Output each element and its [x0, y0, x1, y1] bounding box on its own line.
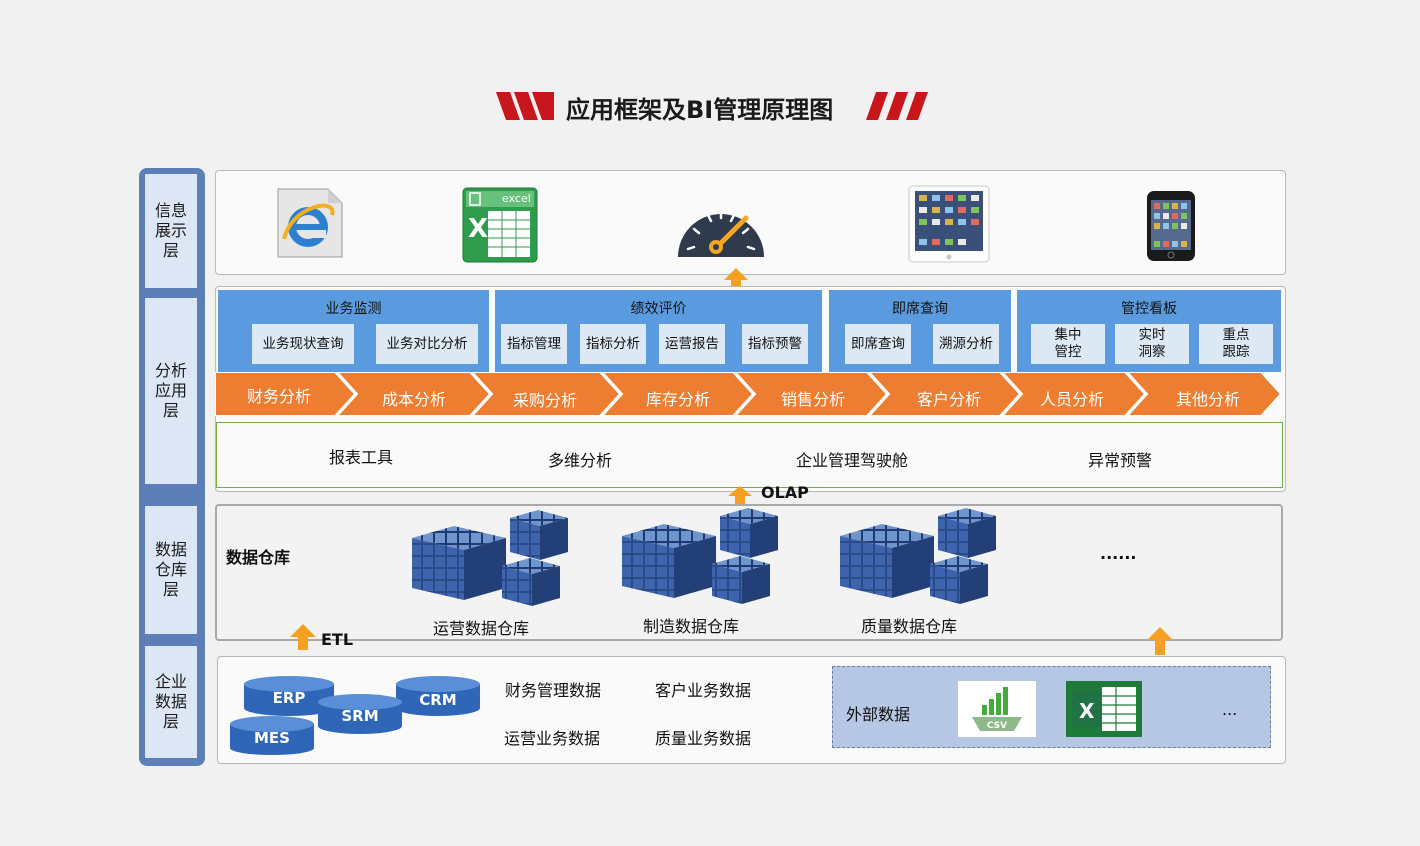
- chevron-5: [733, 372, 889, 416]
- subbox-item: 运营报告: [659, 324, 725, 364]
- dashboard-gauge-icon: [678, 209, 764, 257]
- chevron-label: 采购分析: [512, 391, 577, 410]
- chevron-7: [1000, 372, 1147, 416]
- svg-text:CSV: CSV: [987, 721, 1007, 731]
- chevron-label: 人员分析: [1039, 390, 1104, 409]
- arrow-up-display-icon: [724, 268, 748, 292]
- chevron-3: [470, 372, 622, 416]
- cylinder-srm: SRM: [318, 694, 402, 734]
- subbox-item: 溯源分析: [933, 324, 999, 364]
- warehouse-item: 运营数据仓库: [433, 619, 530, 638]
- arrow-up-external-icon: [1147, 627, 1173, 655]
- subbox-item: 指标管理: [501, 324, 567, 364]
- chevron-4: [600, 372, 755, 416]
- tablet-icon: [908, 185, 990, 263]
- chevron-label: 客户分析: [916, 390, 981, 409]
- tool-report: 报表工具: [329, 448, 394, 467]
- group-title: 即席查询: [892, 301, 948, 317]
- external-data-box: [832, 666, 1271, 748]
- layer-label-warehouse: 数据仓库层: [145, 506, 197, 634]
- title-bar: 应用框架及BI管理原理图: [0, 84, 1420, 128]
- layer-column: 信息展示层 分析应用层 数据仓库层 企业数据层: [139, 168, 205, 766]
- chevron-row: [215, 372, 1283, 416]
- enterprise-data-item: 质量业务数据: [655, 729, 752, 748]
- warehouse-item: 质量数据仓库: [861, 617, 958, 636]
- chevron-label: 其他分析: [1175, 390, 1240, 409]
- svg-text:SRM: SRM: [341, 707, 378, 725]
- svg-text:X: X: [468, 214, 488, 244]
- systems-cylinders: ERP CRM SRM MES: [230, 676, 480, 755]
- title-right-stripes-icon: [866, 92, 928, 120]
- chevron-label: 库存分析: [645, 390, 710, 409]
- external-more: ...: [1222, 700, 1238, 719]
- subbox-item: 即席查询: [845, 324, 911, 364]
- display-layer-panel: [215, 170, 1286, 275]
- svg-text:CRM: CRM: [419, 691, 457, 709]
- ie-browser-icon: [277, 188, 343, 258]
- group-control-board: 管控看板 集中管控 实时洞察 重点跟踪: [1017, 290, 1281, 372]
- arrow-up-etl-icon: [290, 624, 316, 650]
- svg-text:MES: MES: [254, 729, 290, 747]
- group-title: 管控看板: [1121, 301, 1177, 317]
- subbox-item: 实时洞察: [1115, 324, 1189, 364]
- svg-text:excel: excel: [502, 192, 531, 205]
- csv-file-icon: CSV: [958, 681, 1036, 737]
- layer-label-enterprise: 企业数据层: [145, 646, 197, 758]
- page-title: 应用框架及BI管理原理图: [566, 96, 834, 124]
- subbox-item: 业务现状查询: [252, 324, 354, 364]
- subbox-item: 业务对比分析: [376, 324, 478, 364]
- cylinder-mes: MES: [230, 716, 314, 755]
- chevron-2: [335, 372, 492, 416]
- chevron-label: 销售分析: [780, 390, 845, 409]
- excel-file-icon: X: [1066, 681, 1142, 737]
- warehouse-item: 制造数据仓库: [643, 617, 740, 636]
- tools-row: [216, 422, 1283, 488]
- layer-label-analysis: 分析应用层: [145, 298, 197, 484]
- external-data-title: 外部数据: [846, 705, 911, 724]
- enterprise-data-item: 财务管理数据: [505, 681, 602, 700]
- tool-alert: 异常预警: [1088, 451, 1153, 470]
- subbox-item: 指标预警: [742, 324, 808, 364]
- subbox-item: 集中管控: [1031, 324, 1105, 364]
- group-adhoc-query: 即席查询 即席查询 溯源分析: [829, 290, 1011, 372]
- cube-cluster-icon: [840, 508, 996, 604]
- group-business-monitor: 业务监测 业务现状查询 业务对比分析: [218, 290, 489, 372]
- cube-cluster-icon: [622, 508, 778, 604]
- subbox-item: 指标分析: [580, 324, 646, 364]
- subbox-item: 重点跟踪: [1199, 324, 1273, 364]
- svg-text:ERP: ERP: [273, 689, 306, 707]
- group-title: 业务监测: [325, 301, 382, 317]
- olap-label: OLAP: [761, 483, 809, 502]
- warehouse-more: ......: [1100, 544, 1137, 563]
- tool-cockpit: 企业管理驾驶舱: [796, 451, 909, 470]
- enterprise-data-item: 客户业务数据: [655, 681, 752, 700]
- title-left-stripes-icon: [496, 92, 554, 120]
- smartphone-icon: [1147, 191, 1195, 261]
- enterprise-data-item: 运营业务数据: [504, 729, 601, 748]
- cylinder-crm: CRM: [396, 676, 480, 716]
- svg-text:X: X: [1079, 699, 1095, 723]
- chevron-label: 财务分析: [246, 387, 311, 406]
- group-title: 绩效评价: [630, 301, 687, 317]
- chevron-label: 成本分析: [381, 390, 446, 409]
- cube-cluster-icon: [412, 510, 568, 606]
- etl-label: ETL: [321, 630, 354, 649]
- excel-icon: excel X: [462, 187, 538, 263]
- chevron-8: [1125, 372, 1283, 416]
- group-performance: 绩效评价 指标管理 指标分析 运营报告 指标预警: [495, 290, 822, 372]
- layer-label-display: 信息展示层: [145, 174, 197, 288]
- chevron-6: [867, 372, 1022, 416]
- tool-olap: 多维分析: [548, 451, 613, 470]
- chevron-1: [215, 372, 357, 416]
- warehouse-title: 数据仓库: [226, 548, 291, 567]
- arrow-up-olap-icon: [728, 486, 752, 506]
